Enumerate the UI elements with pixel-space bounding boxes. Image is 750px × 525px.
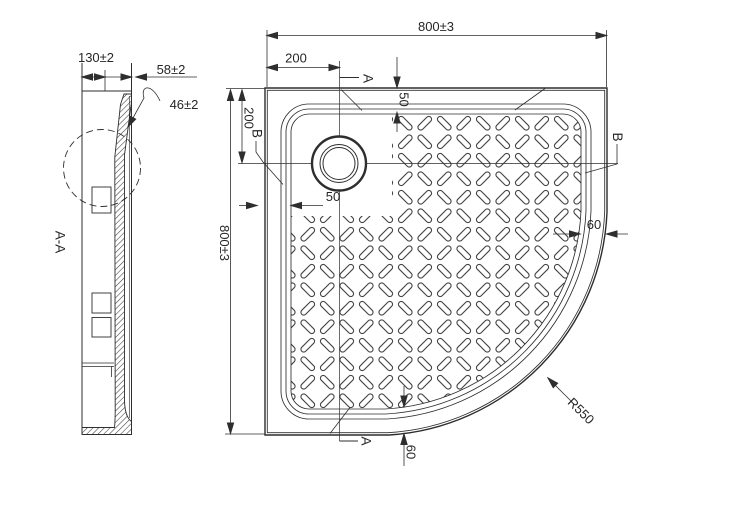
dim-200-left: 200 <box>242 107 257 129</box>
section-b-left-leader <box>255 141 284 185</box>
drain-inner-circle <box>322 147 356 180</box>
dim-50-top: 50 <box>397 92 412 106</box>
tray-shell-section <box>81 93 132 435</box>
section-b-right-leader <box>584 144 618 174</box>
section-view <box>63 63 197 435</box>
section-marker-b-left: B <box>250 129 265 138</box>
rim-diagonal-top-right <box>514 88 546 111</box>
dim-60-bottom: 60 <box>404 445 419 459</box>
tray-outline-outer <box>264 87 608 436</box>
section-view-labels: 130±2 58±2 46±2 A-A <box>53 50 199 253</box>
dim-800-left: 800±3 <box>217 225 232 261</box>
section-marker-a-top: A <box>361 74 376 83</box>
tray-outline-inner <box>266 89 606 434</box>
rib-1 <box>91 292 112 314</box>
detail-circle <box>63 129 141 207</box>
plan-view <box>225 30 628 466</box>
dim-800-top: 800±3 <box>418 19 454 34</box>
rib-2 <box>91 317 112 338</box>
section-marker-b-right: B <box>610 132 625 141</box>
dim-58: 58±2 <box>157 62 186 77</box>
dim-46: 46±2 <box>170 97 199 112</box>
dim-r550: R550 <box>565 395 598 428</box>
dim-130: 130±2 <box>78 50 114 65</box>
rim-line-3 <box>290 113 582 410</box>
rim-diagonal-top-left <box>340 89 363 111</box>
drain-boss-section <box>91 186 112 214</box>
section-marker-a-bottom: A <box>359 436 374 445</box>
dim-200-top: 200 <box>285 51 307 66</box>
dim-60-right: 60 <box>587 217 601 232</box>
rim-line-2 <box>285 108 587 415</box>
drain-mid-circle <box>319 144 359 183</box>
rim-diagonal-bottom <box>329 407 351 434</box>
leader-46 <box>127 87 161 128</box>
section-label-aa: A-A <box>53 231 68 254</box>
rim-line-1 <box>280 103 592 420</box>
dim-50-drain: 50 <box>326 189 340 204</box>
